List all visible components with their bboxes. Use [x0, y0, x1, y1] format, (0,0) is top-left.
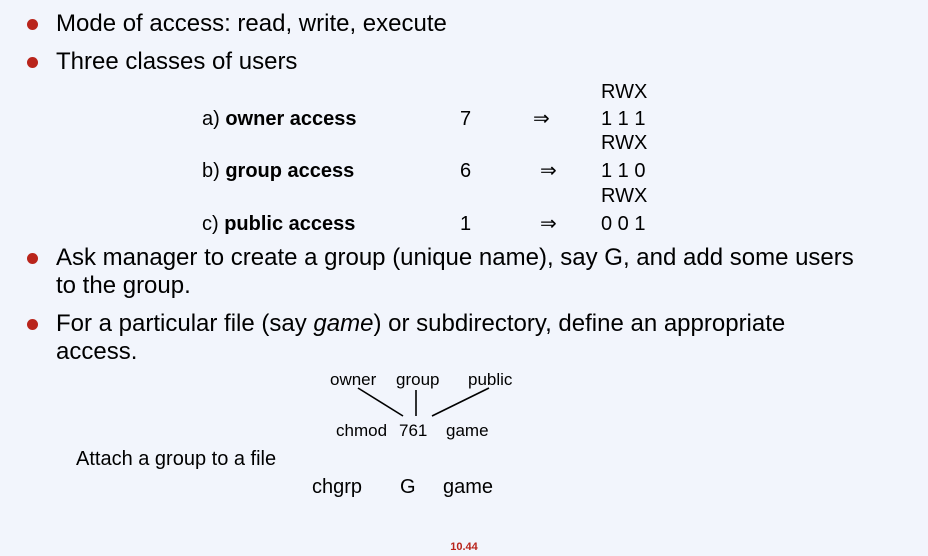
row-label: owner access	[225, 108, 357, 130]
access-row-label: b) group access	[202, 159, 354, 183]
chmod-mode: 761	[399, 421, 428, 440]
chmod-command: chmod	[336, 421, 388, 440]
bullet-text-line2: to the group.	[56, 272, 191, 299]
access-row-label: a) owner access	[202, 107, 357, 131]
text-segment: ) or subdirectory, define an appropriate	[373, 310, 786, 337]
access-value: 1	[460, 213, 472, 235]
chgrp-command: chgrp	[312, 476, 363, 498]
row-prefix: a)	[202, 108, 226, 130]
implies-arrow: ⇒	[540, 213, 557, 235]
access-row-label: c) public access	[202, 212, 355, 236]
rwx-header: RWX	[601, 132, 648, 154]
chmod-file: game	[446, 421, 489, 440]
row-prefix: c)	[202, 213, 225, 235]
bullet-marker	[27, 19, 38, 30]
access-value: 6	[460, 160, 472, 182]
row-label: public access	[224, 213, 356, 235]
access-bits: 1 1 1	[601, 108, 646, 130]
chgrp-group: G	[400, 476, 416, 498]
diagram-label-public: public	[468, 370, 513, 389]
diagram-label-group: group	[396, 370, 440, 389]
bullet-text-line1: For a particular file (say game) or subd…	[56, 310, 785, 338]
row-prefix: b)	[202, 160, 226, 182]
rwx-header: RWX	[601, 81, 648, 103]
text-segment: For a particular file (say	[56, 310, 314, 337]
bullet-text: Three classes of users	[56, 48, 298, 75]
bullet-text-line2: access.	[56, 338, 138, 365]
rwx-header: RWX	[601, 185, 648, 207]
bullet-marker	[27, 319, 38, 330]
slide-number: 10.44	[450, 541, 478, 553]
bullet-text: Mode of access: read, write, execute	[56, 10, 447, 37]
bullet-marker	[27, 57, 38, 68]
diagram-label-owner: owner	[330, 370, 377, 389]
attach-group-text: Attach a group to a file	[76, 448, 277, 470]
bullet-marker	[27, 253, 38, 264]
access-bits: 1 1 0	[601, 160, 646, 182]
filename-emphasis: game	[313, 310, 374, 337]
access-bits: 0 0 1	[601, 213, 646, 235]
bullet-text-line1: Ask manager to create a group (unique na…	[56, 244, 854, 271]
chgrp-file: game	[443, 476, 494, 498]
implies-arrow: ⇒	[533, 108, 550, 130]
row-label: group access	[225, 160, 355, 182]
implies-arrow: ⇒	[540, 160, 557, 182]
access-value: 7	[460, 108, 472, 130]
